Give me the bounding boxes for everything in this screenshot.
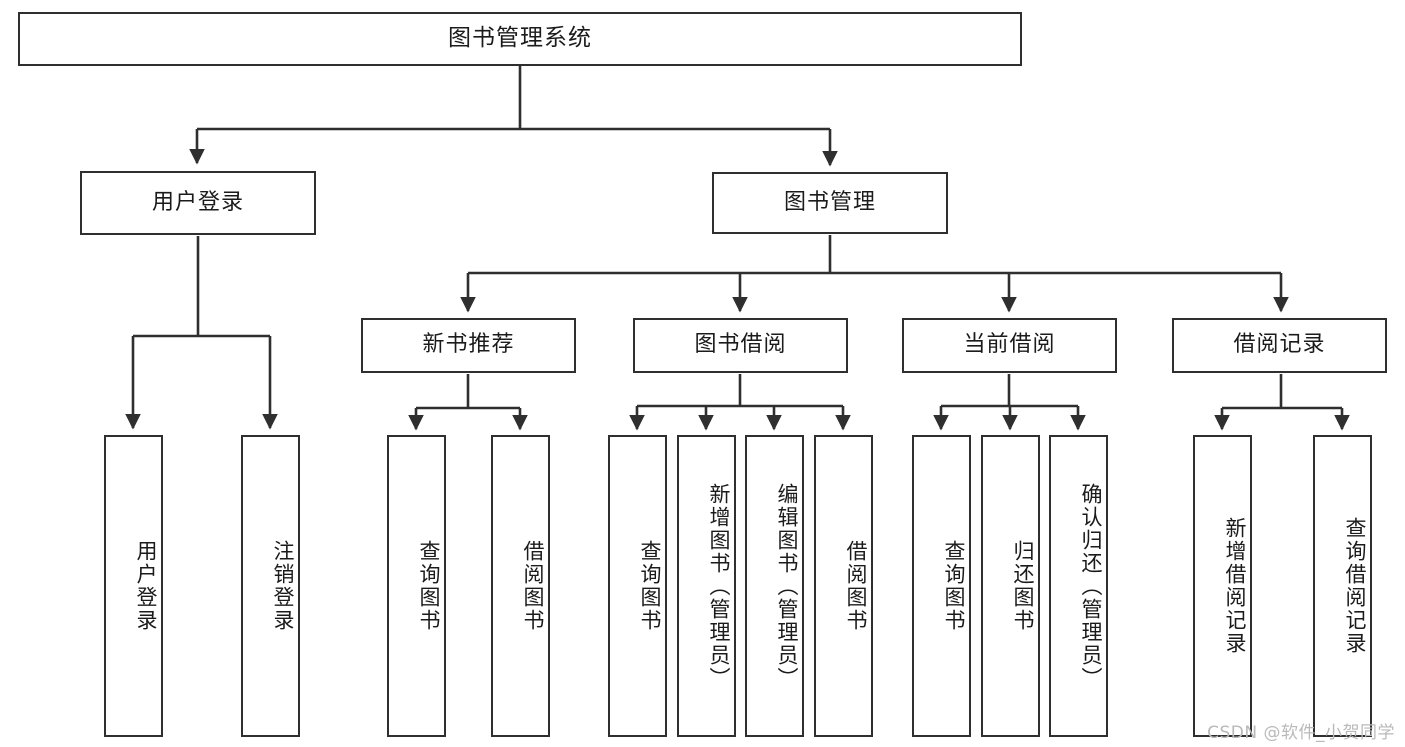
leaf-borrow-book-2[interactable]: 借阅图书	[814, 435, 873, 737]
node-label: 注销登录	[271, 540, 295, 632]
leaf-query-book-1[interactable]: 查询图书	[387, 435, 446, 737]
node-root-book-management-system[interactable]: 图书管理系统	[18, 12, 1022, 66]
node-label: 用户登录	[151, 189, 244, 215]
node-label: 图书借阅	[694, 332, 787, 358]
node-label: 借阅图书	[521, 540, 545, 632]
node-label: 图书管理系统	[448, 25, 592, 52]
node-label: 借阅图书	[844, 540, 868, 632]
node-label: 查询图书	[942, 540, 966, 632]
leaf-add-record[interactable]: 新增借阅记录	[1193, 435, 1252, 737]
csdn-watermark: CSDN @软件_小贺同学	[1207, 723, 1395, 743]
node-label: 新书推荐	[422, 332, 515, 358]
node-label: 查询图书	[417, 540, 441, 632]
node-label: 查询借阅记录	[1343, 517, 1367, 655]
node-label: 用户登录	[134, 540, 158, 632]
node-new-book-recommend[interactable]: 新书推荐	[361, 318, 576, 373]
leaf-borrow-book-1[interactable]: 借阅图书	[491, 435, 550, 737]
leaf-add-book[interactable]: 新增图书（管理员）	[677, 435, 736, 737]
leaf-query-record[interactable]: 查询借阅记录	[1313, 435, 1372, 737]
leaf-logout-login[interactable]: 注销登录	[241, 435, 300, 737]
leaf-return-book[interactable]: 归还图书	[981, 435, 1040, 737]
leaf-user-login[interactable]: 用户登录	[104, 435, 163, 737]
node-label: 确认归还（管理员）	[1079, 482, 1103, 690]
node-label: 图书管理	[783, 189, 876, 215]
node-borrow-record[interactable]: 借阅记录	[1172, 318, 1387, 373]
node-label: 归还图书	[1011, 540, 1035, 632]
node-current-borrow[interactable]: 当前借阅	[902, 318, 1117, 373]
node-label: 查询图书	[638, 540, 662, 632]
node-label: 借阅记录	[1233, 332, 1326, 358]
node-label: 当前借阅	[963, 332, 1056, 358]
node-book-manage[interactable]: 图书管理	[712, 172, 948, 234]
leaf-edit-book[interactable]: 编辑图书（管理员）	[745, 435, 804, 737]
leaf-query-book-2[interactable]: 查询图书	[608, 435, 667, 737]
node-label: 编辑图书（管理员）	[775, 482, 799, 690]
leaf-query-book-3[interactable]: 查询图书	[912, 435, 971, 737]
leaf-confirm-return[interactable]: 确认归还（管理员）	[1049, 435, 1108, 737]
node-user-login[interactable]: 用户登录	[80, 171, 316, 235]
node-label: 新增借阅记录	[1223, 517, 1247, 655]
node-book-borrow[interactable]: 图书借阅	[633, 318, 848, 373]
node-label: 新增图书（管理员）	[707, 482, 731, 690]
